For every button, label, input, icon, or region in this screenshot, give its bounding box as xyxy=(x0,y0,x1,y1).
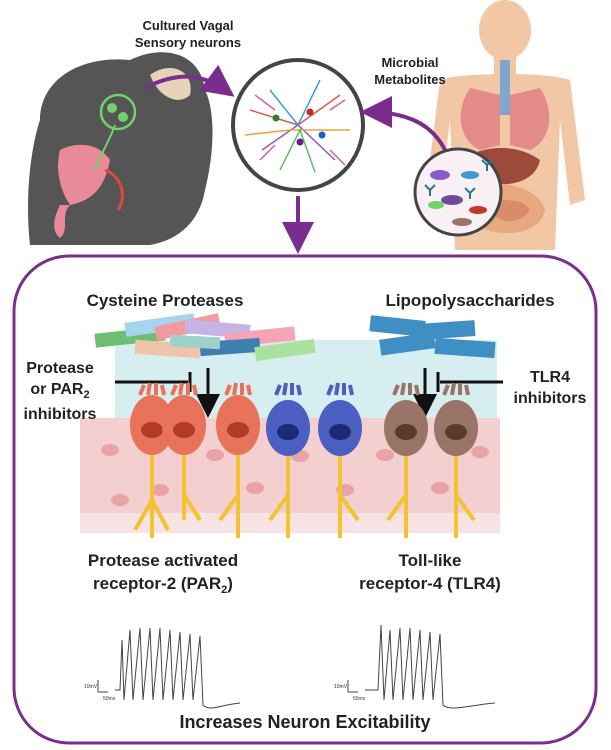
tlr4-inhibition-bar xyxy=(436,372,503,392)
protease-inhibitor-label-3: inhibitors xyxy=(24,406,97,423)
protease-inhibitor-label-1: Protease xyxy=(26,360,94,377)
par2-label-2: receptor-2 (PAR2) xyxy=(93,574,233,596)
microbial-label-1: Microbial xyxy=(381,55,438,70)
par2-label-1: Protease activated xyxy=(88,551,238,570)
cultured-label-1: Cultured Vagal xyxy=(142,18,233,33)
outcome-label: Increases Neuron Excitability xyxy=(179,712,430,732)
tlr4-ap-trace: 10mV 50ms xyxy=(334,624,496,709)
arrow-rat-to-dish xyxy=(144,64,235,97)
tlr4-label-1: Toll-like xyxy=(399,551,462,570)
tlr4-scale-voltage: 10mV xyxy=(334,684,348,690)
neuron-row xyxy=(130,382,478,538)
lipopolysaccharides-label: Lipopolysaccharides xyxy=(385,291,554,310)
tlr4-neuron-2 xyxy=(434,382,478,538)
par2-neuron-1 xyxy=(130,382,174,538)
rat-illustration xyxy=(28,52,213,245)
tlr4-label-2: receptor-4 (TLR4) xyxy=(359,574,501,593)
cultured-label-2: Sensory neurons xyxy=(135,35,241,50)
tlr4-neuron-1 xyxy=(384,382,428,538)
lps-crystals xyxy=(369,315,496,359)
nodose-ganglion-highlight xyxy=(99,93,137,131)
control-neuron-1 xyxy=(266,382,310,538)
arrow-human-to-dish xyxy=(360,96,447,151)
cysteine-proteases-label: Cysteine Proteases xyxy=(87,291,244,310)
par2-scale-voltage: 10mV xyxy=(84,684,98,690)
protease-crystals xyxy=(94,313,316,362)
par2-neuron-2 xyxy=(162,382,206,522)
tlr4-scale-time: 50ms xyxy=(353,696,366,702)
microbiome-inset xyxy=(413,147,503,237)
tlr4-inhibitor-label-2: inhibitors xyxy=(514,390,587,407)
microbial-label-2: Metabolites xyxy=(374,72,446,87)
control-neuron-2 xyxy=(318,382,362,538)
tlr4-inhibitor-label-1: TLR4 xyxy=(530,369,570,386)
par2-neuron-3 xyxy=(216,382,260,538)
protease-inhibitor-label-2: or PAR2 xyxy=(30,381,89,401)
tissue-cell-nuclei xyxy=(101,444,489,506)
culture-dish xyxy=(231,58,365,192)
par2-ap-trace: 10mV 50ms xyxy=(84,627,241,709)
par2-scale-time: 50ms xyxy=(103,696,116,702)
